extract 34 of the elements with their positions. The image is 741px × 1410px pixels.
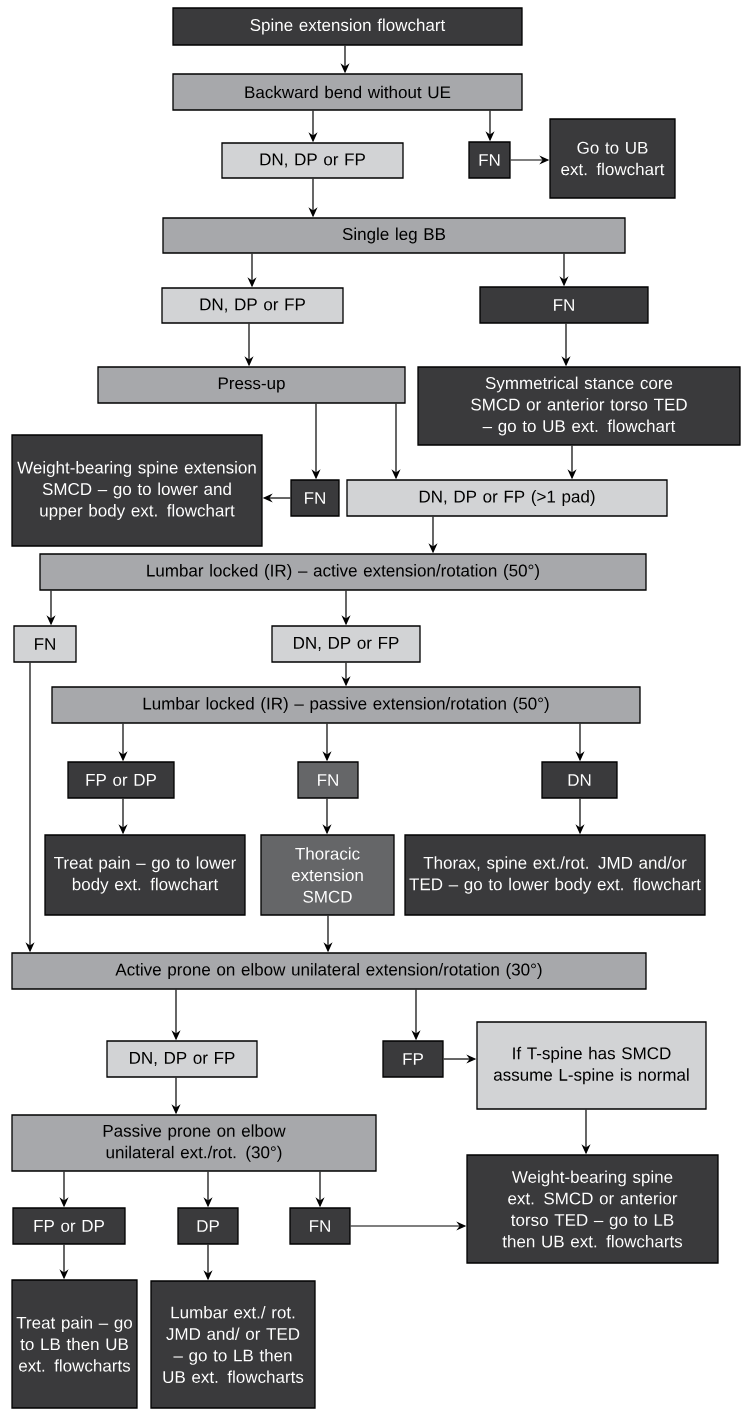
result-box: Lumbar ext./ rot. JMD and/ or TED – go to LB then UB ext. flowcharts [150, 1280, 316, 1409]
result-box: Weight-bearing spine ext. SMCD or anterior torso TED – go to LB then UB ext. flowcharts [466, 1154, 719, 1264]
decision-box: Go to UB ext. flowchart [549, 118, 676, 199]
decision-box: FN [290, 479, 340, 517]
decision-box: Thorax, spine ext./rot. JMD and/or TED – go to lower body ext. flowchart [404, 834, 706, 916]
result-box: Thoracic extension SMCD [260, 834, 395, 916]
result-box: DN, DP or FP (>1 pad) [346, 479, 668, 517]
decision-box: Treat pain – go to lower body ext. flowchart [44, 834, 246, 916]
result-box: DN, DP or FP [221, 142, 404, 179]
result-box: FN [13, 625, 77, 663]
decision-box: Spine extension flowchart [172, 7, 523, 46]
result-box: DN, DP or FP [161, 287, 344, 324]
test-box: Press-up [97, 366, 406, 404]
result-box: FP or DP [12, 1207, 126, 1245]
result-box: FN [289, 1207, 351, 1245]
result-box: DN, DP or FP [106, 1040, 258, 1078]
decision-box: Weight-bearing spine extension SMCD – go to lower and upper body ext. flowchart [11, 434, 263, 547]
test-box: Active prone on elbow unilateral extension/rotation (30°) [11, 952, 647, 990]
decision-box: FN [479, 286, 649, 324]
result-box: If T-spine has SMCD assume L-spine is normal [476, 1021, 707, 1110]
result-box: DN, DP or FP [271, 625, 421, 663]
test-box: Single leg BB [162, 217, 626, 254]
decision-box: Symmetrical stance core SMCD or anterior torso TED – go to UB ext. flowchart [417, 366, 741, 446]
test-box: Passive prone on elbow unilateral ext./rot. (30°) [11, 1114, 377, 1172]
decision-box: FP or DP [67, 761, 175, 799]
test-box: Lumbar locked (IR) – active extension/rotation (50°) [39, 553, 647, 591]
test-box: Backward bend without UE [172, 73, 523, 111]
decision-box: DN [541, 761, 618, 799]
decision-box: FP [382, 1040, 444, 1078]
test-box: Lumbar locked (IR) – passive extension/rotation (50°) [51, 686, 641, 724]
result-box: FN [297, 761, 359, 799]
result-box: Treat pain – go to LB then UB ext. flowcharts [11, 1279, 138, 1409]
result-box: DP [177, 1207, 239, 1245]
decision-box: FN [468, 141, 511, 179]
